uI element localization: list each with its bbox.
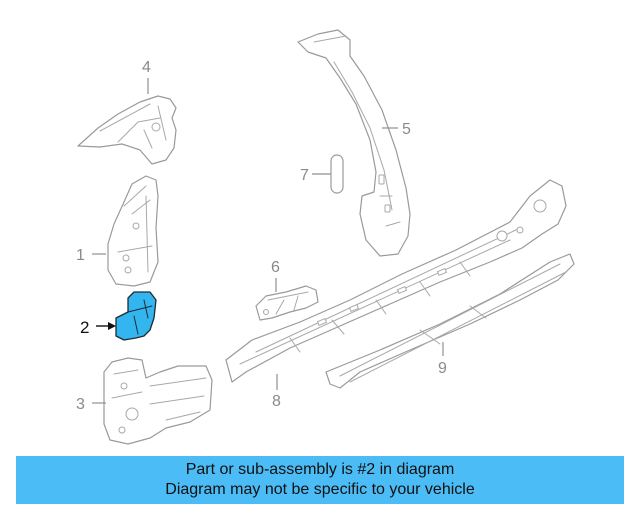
callout-2[interactable]: 2: [80, 318, 89, 337]
callout-6: 6: [271, 259, 280, 276]
callout-9: 9: [438, 360, 447, 377]
part-9-rocker-reinforcement: [325, 253, 575, 389]
part-2-highlighted-bracket[interactable]: [115, 291, 157, 341]
part-4-apron-reinforcement: [77, 95, 177, 165]
callout-7: 7: [300, 167, 309, 184]
callout-2-arrowhead: [108, 322, 116, 330]
callout-5: 5: [402, 121, 411, 138]
notice-disclaimer-line: Diagram may not be specific to your vehi…: [165, 481, 475, 498]
callout-8: 8: [272, 393, 281, 410]
part-5-center-pillar: [297, 29, 411, 257]
part-7-pad: [330, 154, 344, 194]
part-3-lower-pillar: [103, 357, 213, 445]
part-1-hinge-pillar: [107, 175, 159, 287]
callout-1: 1: [76, 247, 85, 264]
part-8-rocker-rail: [225, 179, 567, 383]
callout-3: 3: [76, 396, 85, 413]
parts-diagram: 4 1 2 3 5 7 6 8 9: [76, 29, 575, 445]
callout-4: 4: [142, 59, 151, 76]
notice-part-line: Part or sub-assembly is #2 in diagram: [185, 461, 455, 478]
part-6-bracket: [255, 285, 319, 321]
callout-leaders: [92, 78, 444, 404]
diagram-notice-banner: Part or sub-assembly is #2 in diagram Di…: [16, 456, 624, 504]
